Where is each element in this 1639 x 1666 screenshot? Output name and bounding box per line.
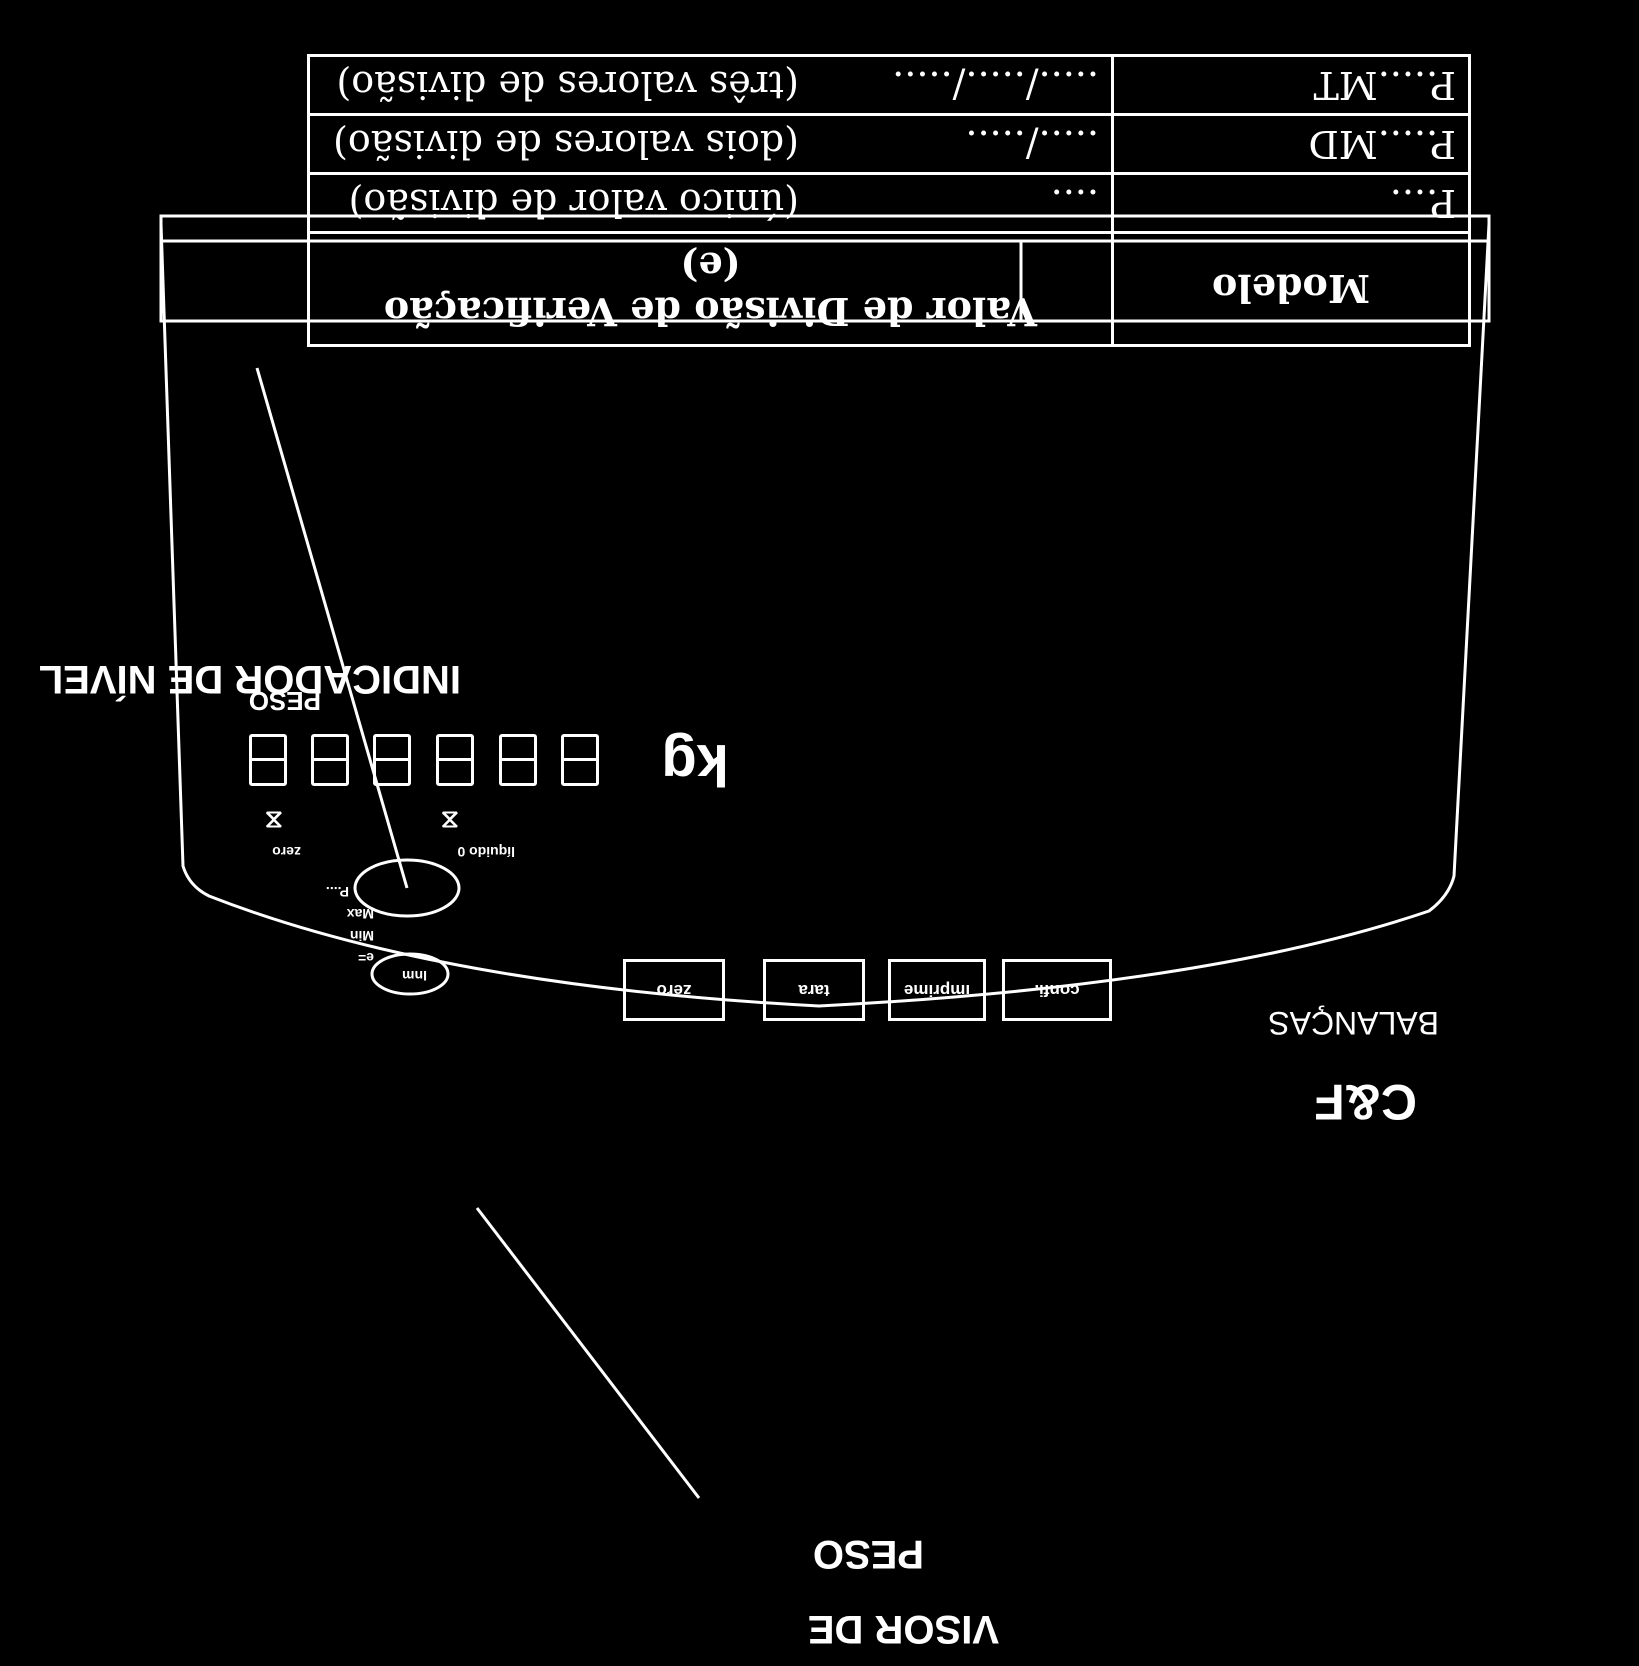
confirm-button[interactable]: confi. [1002,959,1112,1021]
table-row: P.....MT ...../...../..... (três valores … [308,55,1470,115]
row-note: (único valor de divisão) [348,181,799,225]
row-value: ...../...../..... [892,63,1099,107]
table-header-row: Modelo Valor de Divisão de Verificação (… [308,232,1470,346]
cert-mark: Inm [402,968,427,984]
header-value: Valor de Divisão de Verificação (e) [308,232,1113,346]
table-row: P.....MD ...../..... (dois valores de div… [308,114,1470,174]
zero-button[interactable]: zero [623,959,725,1021]
weight-display-callout-line2: PESO [812,1532,924,1576]
row-value-cell: ...../...../..... (três valores de divisã… [308,55,1113,115]
brand-logo: C&F [1314,1074,1417,1130]
digit [499,734,537,786]
digit [373,734,411,786]
display-label: PESO [248,686,321,716]
seven-segment-display [239,726,599,786]
row-model: P.....MT [1112,55,1470,115]
digit [561,734,599,786]
spec-label-e: e= [358,950,374,966]
digit [249,734,287,786]
row-model: P.... [1112,173,1470,233]
header-value-line2: (e) [680,244,741,289]
zero-indicator-icon: ⧖ [264,806,283,836]
print-button[interactable]: imprime [888,959,986,1021]
level-callout-line [255,367,409,889]
display-callout-line [475,1207,701,1499]
brand-name: BALANÇAS [1268,1005,1439,1041]
tare-button[interactable]: tara [763,959,865,1021]
row-note: (dois valores de divisão) [332,122,799,166]
division-value-table: Modelo Valor de Divisão de Verificação (… [307,54,1471,347]
zero-indicator-label: zero [272,844,301,860]
row-value: ...../..... [965,122,1099,166]
net-indicator-icon: ⧖ [440,806,459,836]
header-model: Modelo [1112,232,1470,346]
cert-mark-circle [370,952,450,996]
row-value-cell: ...../..... (dois valores de divisão) [308,114,1113,174]
net-indicator-label: líquido 0 [457,844,515,860]
scale-outline [159,223,1491,1008]
weight-display-callout-line1: VISOR DE [807,1607,999,1651]
spec-label-max: Max [346,906,374,922]
spec-label-model: P.... [325,884,349,900]
row-value: .... [1050,181,1099,225]
display-panel [159,214,1491,323]
table-row: P.... .... (único valor de divisão) [308,173,1470,233]
header-value-line1: Valor de Divisão de Verificação [383,289,1038,334]
digit [311,734,349,786]
digit [436,734,474,786]
row-model: P.....MD [1112,114,1470,174]
level-indicator-circle [353,858,461,918]
row-note: (três valores de divisão) [336,63,799,107]
spec-label-min: Min [349,928,374,944]
unit-label: kg [661,732,729,797]
row-value-cell: .... (único valor de divisão) [308,173,1113,233]
